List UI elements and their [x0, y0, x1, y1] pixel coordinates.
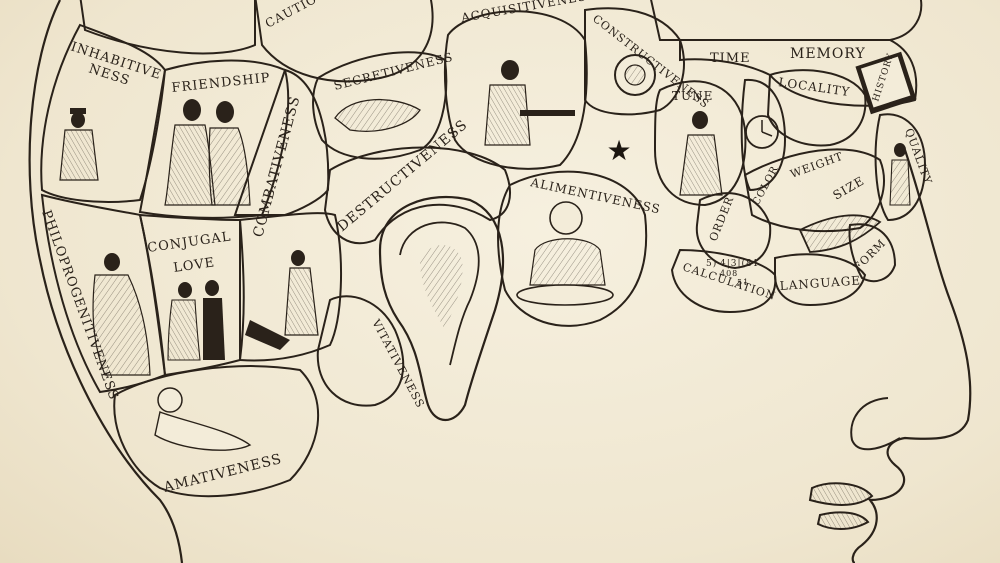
- label-friendship: FRIENDSHIP: [171, 71, 271, 96]
- figure-acquisitiveness-man: [484, 60, 575, 146]
- figure-alimentiveness-man: [516, 201, 614, 306]
- head-outline: [28, 0, 972, 563]
- region-order: [695, 192, 772, 270]
- figure-amativeness-cupid: [154, 387, 252, 451]
- region-top-right: [650, 0, 923, 41]
- calc-number-1: 5): [706, 258, 717, 269]
- region-weight-color-size: [743, 148, 885, 233]
- label-conjugal: CONJUGAL: [146, 229, 232, 256]
- ear: [378, 196, 505, 422]
- figure-constructiveness-gear: [614, 54, 656, 96]
- calc-number-4: 51: [737, 278, 749, 287]
- figure-secretiveness-fox: [334, 98, 421, 132]
- figure-quality-man: [889, 143, 911, 206]
- label-locality: LOCALITY: [778, 75, 852, 99]
- label-size: SIZE: [831, 173, 867, 202]
- region-language: [774, 253, 867, 307]
- region-acquisitiveness: [443, 10, 588, 170]
- label-language: LANGUAGE: [779, 273, 861, 293]
- figure-philoprogenitiveness-mother: [92, 253, 151, 376]
- figure-inhabitiveness-man: [59, 108, 99, 181]
- label-acquisitiveness: ACQUISITIVENESS: [459, 0, 597, 25]
- region-cautiousness: [254, 0, 434, 83]
- label-alimentiveness: ALIMENTIVENESS: [528, 175, 662, 216]
- figure-conjugal-couple: [167, 280, 225, 361]
- label-memory: MEMORY: [790, 46, 866, 62]
- region-destructiveness: [323, 146, 511, 245]
- label-secretiveness: SECRETIVENESS: [332, 50, 454, 93]
- region-alimentiveness: [497, 170, 648, 327]
- label-destructiveness: DESTRUCTIVENESS: [334, 117, 471, 235]
- region-time: [740, 78, 787, 192]
- region-inhabitiveness: [40, 23, 167, 203]
- region-form: [848, 223, 897, 283]
- region-combat-scene: [239, 212, 343, 362]
- star-mark: ★: [606, 134, 631, 167]
- label-time: TIME: [710, 51, 751, 66]
- figure-combat-men: [245, 250, 319, 350]
- region-calculation: [670, 248, 777, 314]
- region-tune: [653, 80, 747, 207]
- region-amativeness: [113, 365, 320, 498]
- label-form: FORM: [851, 237, 889, 275]
- region-top-left: [79, 0, 256, 55]
- label-tune: TUNE: [672, 89, 713, 103]
- label-conjugal-love: LOVE: [172, 255, 216, 276]
- region-quality: [874, 113, 927, 222]
- clock-icon: [745, 115, 779, 149]
- region-time-memory: [679, 39, 918, 107]
- label-order: ORDER: [707, 194, 737, 243]
- figure-tune-lyre: [679, 111, 723, 196]
- calc-number-2: 4|3|(81: [720, 258, 759, 269]
- nose-detail: [850, 397, 901, 451]
- label-combativeness: COMBATIVENESS: [250, 94, 303, 239]
- label-cautiousness: CAUTIOUS: [263, 0, 337, 31]
- calc-number-3: 408: [720, 269, 738, 278]
- history-book-icon: [855, 51, 917, 115]
- region-locality: [766, 69, 867, 147]
- region-vitativeness: [316, 295, 405, 407]
- figure-friendship-women: [164, 99, 251, 206]
